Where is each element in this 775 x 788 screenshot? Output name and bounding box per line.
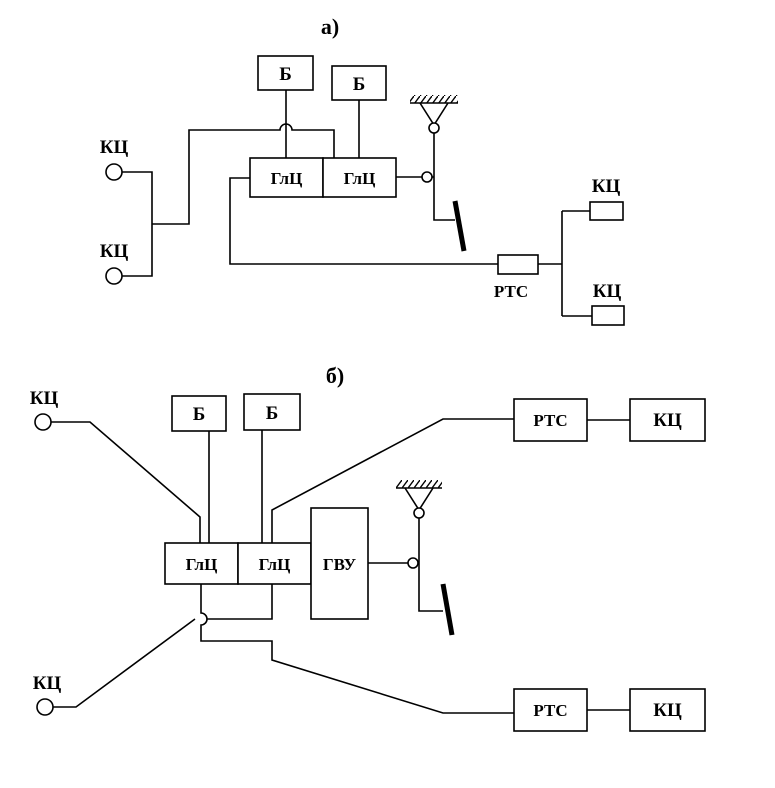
diagram-a-title: а) bbox=[321, 14, 339, 39]
main-cylinder-a-1-label: ГлЦ bbox=[271, 169, 303, 188]
pressure-regulator-b-bottom: РТС bbox=[513, 688, 588, 732]
wheel-cylinder-a-right-bottom: КЦ bbox=[591, 281, 625, 326]
vacuum-booster-b-label: ГВУ bbox=[323, 555, 357, 574]
main-cylinder-b-1: ГлЦ bbox=[164, 542, 239, 585]
right-brake-line-a bbox=[538, 210, 592, 317]
battery-a-2: Б bbox=[331, 65, 387, 101]
right-top-line-b bbox=[271, 418, 514, 543]
wheel-cylinder-a-right-top: КЦ bbox=[589, 176, 624, 221]
wheel-cylinder-b-right-top: КЦ bbox=[629, 398, 706, 442]
wheel-cylinder-b-right-top-label: КЦ bbox=[653, 410, 682, 431]
battery-a-1: Б bbox=[257, 55, 314, 91]
pressure-regulator-a-label: РТС bbox=[494, 282, 528, 301]
battery-b-2: Б bbox=[243, 393, 301, 431]
pressure-regulator-b-bottom-label: РТС bbox=[533, 701, 567, 720]
brake-pedal-a bbox=[396, 95, 467, 252]
wheel-cylinder-a-left-top-label: КЦ bbox=[100, 137, 129, 158]
wheel-cylinder-a-left-top: КЦ bbox=[100, 137, 129, 181]
wheel-cylinder-b-right-bottom-label: КЦ bbox=[653, 700, 682, 721]
left-top-line-b bbox=[51, 421, 201, 543]
battery-b-1: Б bbox=[171, 395, 227, 432]
wheel-cylinder-b-left-top: КЦ bbox=[30, 388, 59, 431]
main-cylinder-b-2: ГлЦ bbox=[237, 542, 312, 585]
battery-a-1-label: Б bbox=[279, 64, 292, 85]
main-cylinder-b-1-label: ГлЦ bbox=[186, 555, 218, 574]
wheel-cylinder-a-right-bottom-label: КЦ bbox=[593, 281, 622, 302]
main-cylinder-a-1: ГлЦ bbox=[249, 157, 324, 198]
wheel-cylinder-a-left-bottom: КЦ bbox=[100, 241, 129, 285]
pressure-regulator-b-top-label: РТС bbox=[533, 411, 567, 430]
battery-b-2-label: Б bbox=[266, 403, 279, 424]
main-cylinder-a-2: ГлЦ bbox=[322, 157, 397, 198]
wheel-cylinder-b-left-top-label: КЦ bbox=[30, 388, 59, 409]
vacuum-booster-b: ГВУ bbox=[310, 507, 369, 620]
diagram-b: б) Б Б ГлЦ ГлЦ ГВУ КЦ bbox=[30, 363, 706, 732]
brake-pedal-b bbox=[368, 480, 455, 636]
battery-b-1-label: Б bbox=[193, 404, 206, 425]
pressure-regulator-a: РТС bbox=[494, 254, 539, 301]
main-cylinder-a-2-label: ГлЦ bbox=[344, 169, 376, 188]
wheel-cylinder-b-left-bottom: КЦ bbox=[33, 673, 62, 716]
cylinder-b-2-return-line bbox=[207, 584, 273, 620]
battery-a-2-label: Б bbox=[353, 74, 366, 95]
pressure-regulator-b-top: РТС bbox=[513, 398, 588, 442]
wheel-cylinder-a-left-bottom-label: КЦ bbox=[100, 241, 129, 262]
wheel-cylinder-b-left-bottom-label: КЦ bbox=[33, 673, 62, 694]
left-brake-line-a bbox=[122, 123, 335, 277]
diagram-b-title: б) bbox=[326, 363, 344, 388]
diagram-a: а) Б Б ГлЦ ГлЦ КЦ КЦ bbox=[100, 14, 625, 326]
wheel-cylinder-b-right-bottom: КЦ bbox=[629, 688, 706, 732]
wheel-cylinder-a-right-top-label: КЦ bbox=[592, 176, 621, 197]
right-bottom-line-b bbox=[200, 584, 514, 714]
left-bottom-line-b bbox=[53, 618, 196, 708]
main-cylinder-b-2-label: ГлЦ bbox=[259, 555, 291, 574]
regulator-feed-line-a bbox=[229, 177, 498, 265]
